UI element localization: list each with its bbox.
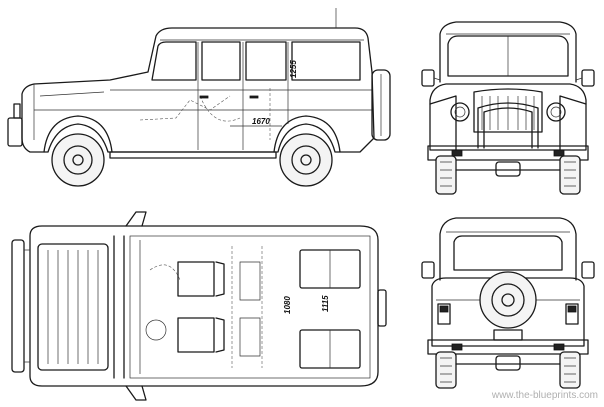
watermark-text: www.the-blueprints.com (491, 390, 598, 401)
dimension-height-label: 1255 (289, 60, 298, 78)
side-view: 1255 1670 (7, 8, 391, 187)
dimension-wheelbase-label: 1670 (252, 117, 270, 126)
top-view: 1080 1115 (11, 211, 387, 401)
front-view (421, 21, 595, 195)
rear-view (421, 217, 595, 389)
dimension-track-label: 1115 (321, 295, 330, 312)
dimension-inner-width-label: 1080 (283, 296, 292, 314)
